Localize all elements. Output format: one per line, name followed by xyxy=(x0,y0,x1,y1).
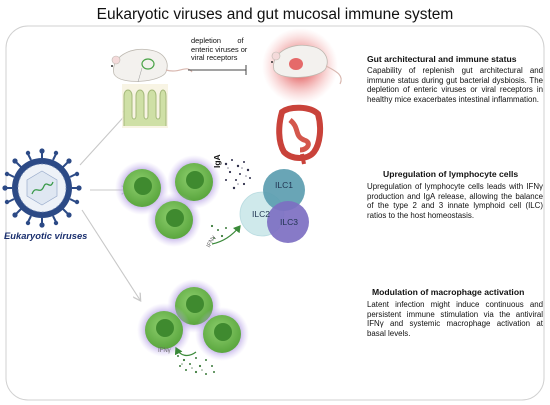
figure-title: Eukaryotic viruses and gut mucosal immun… xyxy=(96,6,454,23)
virus-label: Eukaryotic viruses xyxy=(4,230,88,241)
section-3-text: Latent infection might induce continuous… xyxy=(367,300,543,338)
ilc2-label: ILC2 xyxy=(252,209,270,219)
depletion-note-line1: depletion of xyxy=(191,36,244,45)
section-3-heading: Modulation of macrophage activation xyxy=(372,287,525,297)
lymphocyte-cells xyxy=(115,155,221,247)
healthy-villi-icon xyxy=(122,84,168,128)
mouse-inflamed-icon xyxy=(262,28,342,104)
ilc-cluster xyxy=(239,169,309,243)
macrophage-cells xyxy=(137,279,249,361)
ifn-label-bottom: IFNγ xyxy=(158,348,171,354)
iga-label: IgA xyxy=(212,154,222,168)
ifn-particles-middle xyxy=(210,224,227,239)
ifn-particles-bottom xyxy=(177,355,215,375)
ifn-arrow-middle xyxy=(211,225,241,245)
inflamed-intestine-icon xyxy=(276,104,324,165)
section-1-text: Capability of replenish gut architectura… xyxy=(367,66,543,104)
section-1-heading: Gut architectural and immune status xyxy=(367,54,517,64)
ilc3-label: ILC3 xyxy=(280,217,298,227)
depletion-note-line3: viral receptors xyxy=(191,53,238,63)
section-2-heading: Upregulation of lymphocyte cells xyxy=(383,169,519,179)
ifn-arrow-bottom xyxy=(174,346,197,357)
ilc1-label: ILC1 xyxy=(275,180,293,190)
mouse-healthy-icon xyxy=(111,48,193,83)
depletion-note: depletion of enteric viruses or viral re… xyxy=(191,36,255,63)
outer-frame xyxy=(5,25,545,401)
depletion-note-line2: enteric viruses or xyxy=(191,44,248,54)
virus-icon xyxy=(2,148,82,228)
section-2-text: Upregulation of lymphocyte cells leads w… xyxy=(367,182,543,220)
iga-particles xyxy=(224,159,251,190)
